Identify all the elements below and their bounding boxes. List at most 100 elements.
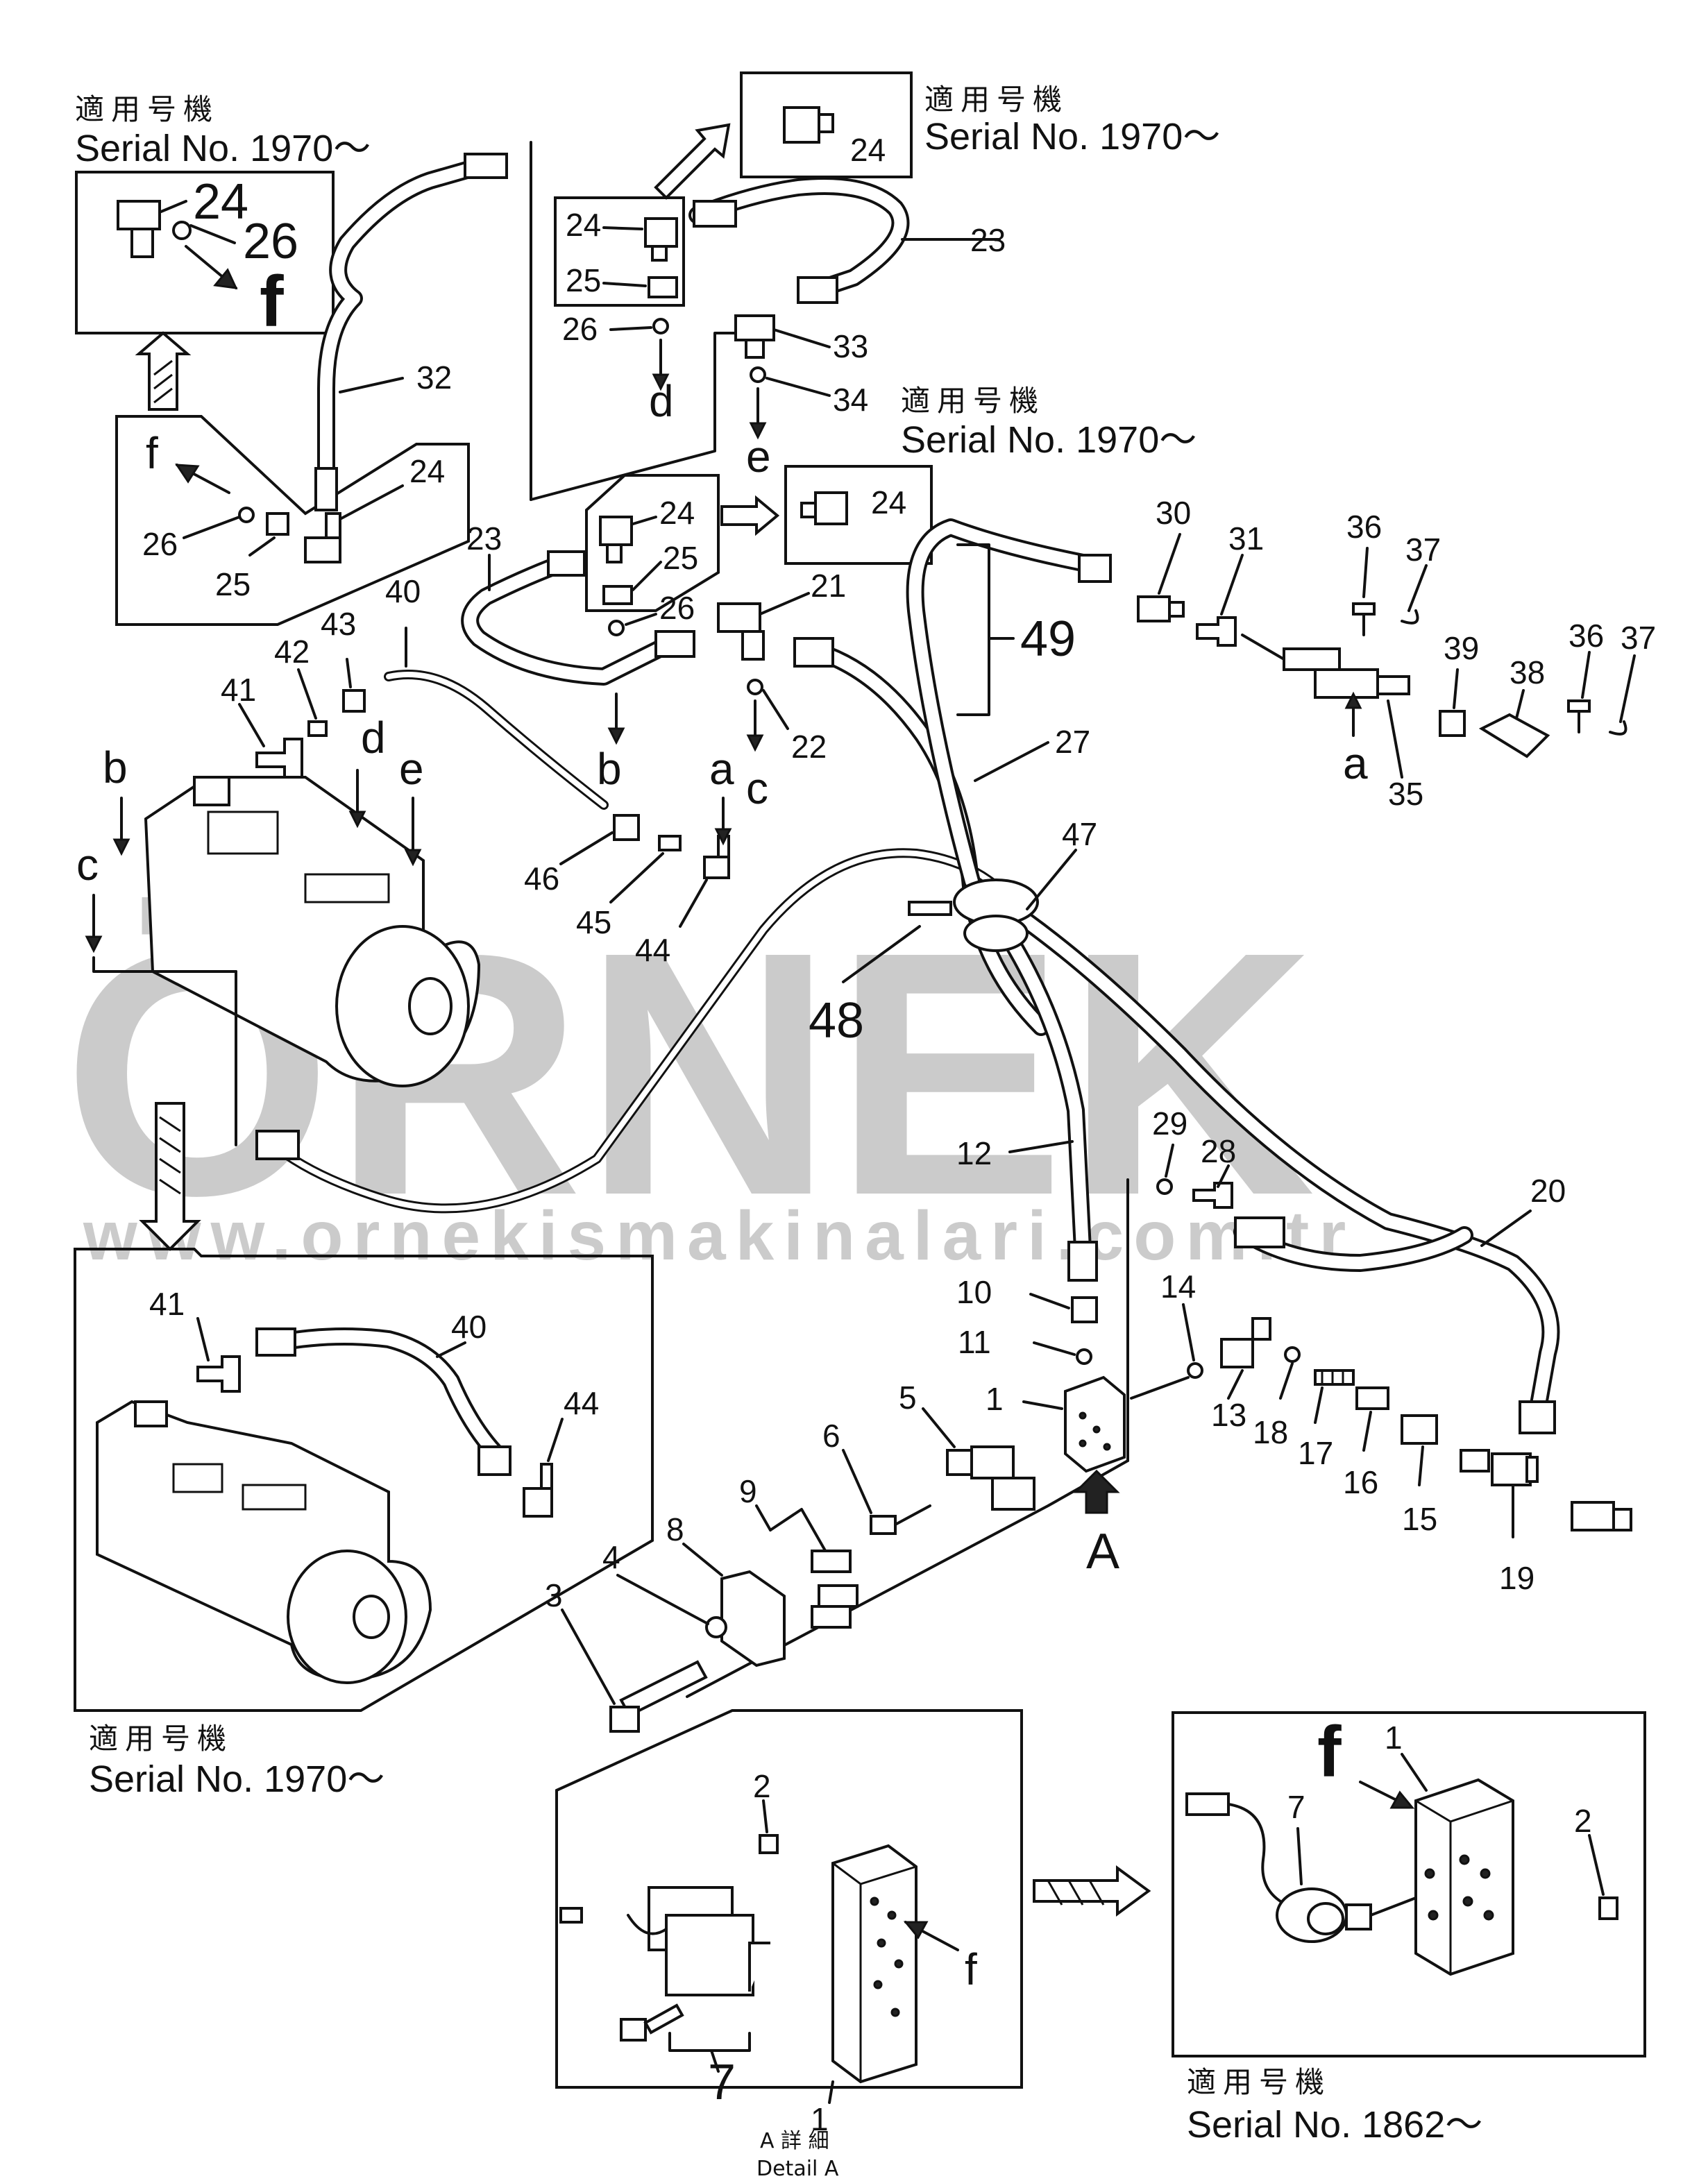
label-25: 25 [215,566,251,602]
adapter-16 [1355,1386,1389,1410]
label-24-inset: 24 [193,174,248,230]
elbow-44 [703,856,730,879]
elbow-24-box [644,217,678,248]
sensor-plug-7 [1185,1792,1230,1816]
o-ring-26-mid [608,620,625,636]
spring-17 [1314,1369,1355,1386]
label-47: 47 [1062,816,1097,852]
washer-4 [705,1616,727,1638]
label-16: 16 [1343,1464,1378,1500]
union-45 [658,835,682,851]
yoke-38 [1478,713,1550,758]
leader-line [160,200,187,213]
spacer-9c [811,1605,852,1629]
hose-27-fitting [793,637,834,668]
hose-12-fitting [1067,1241,1098,1282]
label-f-detail: f [965,1944,977,1994]
cylinder-35 [1314,668,1379,699]
watermark: ÖRNEK www.ornekismakinalari.com.tr [62,879,1346,1275]
serial-note-1862: Serial No. 1862～ [1187,2104,1482,2146]
hose-40-inset-fitting [255,1327,296,1357]
label-6: 6 [822,1418,840,1454]
label-40-top: 40 [385,573,421,609]
bolt-7 [643,2003,684,2035]
connector-10 [1071,1296,1098,1323]
label-15: 15 [1402,1501,1437,1537]
label-f-inset: f [260,262,284,342]
hose-32 [317,158,488,495]
serial-note-jp-mid: 適用号機 [901,384,1045,418]
label-41-inset: 41 [149,1286,185,1322]
pin-37 [1401,609,1419,625]
label-d-pump: d [361,713,386,763]
label-9: 9 [739,1473,757,1509]
label-40-inset: 40 [451,1309,487,1345]
tube-48-fitting [255,1130,300,1160]
elbow-13 [1220,1338,1254,1368]
label-24-midbox: 24 [871,484,906,520]
hose-40-inset-fitting [477,1445,511,1476]
label-a-right: a [1343,738,1368,788]
hose-23-lower-fitting [547,550,586,577]
detail-a: 7 2 1 f A 詳 細 Detail A [555,1709,1023,2181]
hatched-arrow-right [720,495,780,536]
elbow-24 [304,536,341,563]
connector-28 [1192,1182,1233,1209]
hose-32-fitting-lower [314,467,338,511]
leader-line [189,224,236,244]
label-18: 18 [1253,1414,1288,1450]
lower-left-inset: 41 40 44 適用号機 Serial No. 1970～ [74,1248,654,1800]
elbow-5 [946,1449,973,1476]
label-30: 30 [1156,495,1191,531]
o-ring-22 [747,679,763,695]
pump-flange-inset [287,1550,407,1684]
label-43: 43 [321,606,356,642]
serial-note-1970-top: Serial No. 1970～ [924,116,1220,158]
o-ring-26 [238,507,255,523]
solenoid-plug [559,1907,583,1924]
solenoid-wire [627,1914,668,1935]
label-11: 11 [958,1324,991,1360]
label-21: 21 [811,568,846,604]
label-24: 24 [409,453,445,489]
union-42 [307,720,328,737]
label-25-box: 25 [566,262,601,298]
connector-41-inset [196,1355,241,1393]
nut-25 [266,512,289,536]
inset-box-24-mid-right [784,465,933,565]
label-8: 8 [666,1511,684,1547]
valve-area: 10 11 1 A 5 6 9 8 4 [545,1105,1632,1733]
label-b-pump: b [103,742,128,792]
inset-box-24-25-mid [585,474,720,612]
plug-2-right [1598,1896,1618,1920]
hose-23-fitting [797,276,838,304]
label-49: 49 [1020,611,1076,667]
valve-5 [970,1445,1015,1479]
pump-flange [335,925,470,1087]
bolt-7-head [620,2018,647,2042]
label-2-right: 2 [1574,1803,1592,1839]
serial-note-1970-mid: Serial No. 1970～ [901,419,1197,461]
sensor-19 [1571,1501,1615,1531]
label-a-mid: a [709,744,734,794]
label-25-mid: 25 [663,540,698,576]
arrow-A [1073,1469,1120,1514]
bolt-36 [1352,602,1376,616]
elbow-24-top [783,106,820,144]
tee-19 [1491,1452,1532,1486]
label-44-inset: 44 [564,1385,599,1421]
label-44: 44 [635,932,670,968]
label-7-right: 7 [1287,1789,1305,1825]
o-ring-18 [1284,1346,1301,1363]
label-c-pump: c [76,840,99,890]
label-b-mid: b [597,744,622,794]
label-2-detail: 2 [753,1768,771,1804]
plug-2-detail [759,1834,779,1854]
label-26-inset: 26 [243,214,298,269]
nut-25-mid [602,585,633,605]
clamp-tab [908,901,952,916]
elbow-44-inset [523,1487,553,1518]
spacer-9a [811,1550,852,1573]
label-17: 17 [1298,1435,1333,1471]
valve-block-1 [1064,1375,1126,1473]
